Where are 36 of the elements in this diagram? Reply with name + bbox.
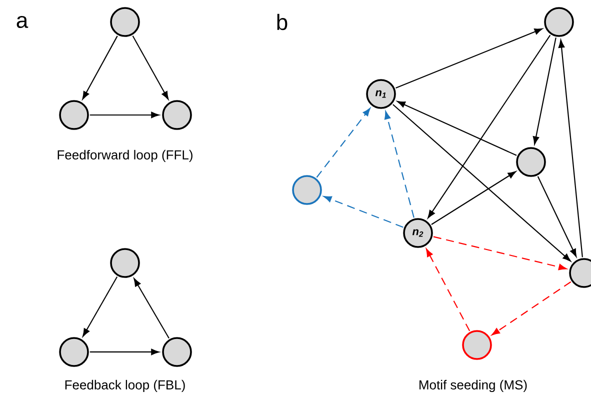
- arrow: [397, 101, 517, 156]
- arrow: [492, 281, 572, 336]
- node-circle: [544, 7, 574, 37]
- arrow: [132, 36, 169, 100]
- node-circle: [59, 100, 89, 130]
- node-circle: [110, 7, 140, 37]
- node-circle: [110, 248, 140, 278]
- node-circle: [162, 100, 192, 130]
- caption: Motif seeding (MS): [420, 380, 527, 392]
- node-circle: [292, 175, 322, 205]
- caption: Feedforward loop (FFL): [58, 150, 192, 162]
- arrow: [384, 111, 414, 218]
- arrow: [431, 171, 516, 225]
- arrow: [90, 348, 160, 356]
- arrow: [396, 28, 543, 89]
- node-circle: [59, 337, 89, 367]
- arrow: [433, 236, 567, 270]
- panel-letter: a: [16, 16, 28, 28]
- arrow: [532, 37, 556, 145]
- arrow: [558, 40, 583, 258]
- panel-letter: b: [277, 14, 288, 30]
- arrow: [82, 276, 118, 337]
- caption: Feedback loop (FBL): [65, 380, 185, 392]
- node-circle: [516, 147, 546, 177]
- arrow: [428, 34, 551, 218]
- arrow: [90, 112, 160, 118]
- node-circle: [569, 258, 591, 288]
- node-circle: [162, 337, 192, 367]
- arrow: [134, 278, 170, 339]
- arrow: [537, 176, 577, 257]
- arrow: [316, 108, 370, 178]
- arrow: [392, 104, 571, 262]
- node-circle: [462, 330, 492, 360]
- arrow: [82, 36, 118, 100]
- arrow: [324, 196, 404, 228]
- arrow: [426, 248, 470, 332]
